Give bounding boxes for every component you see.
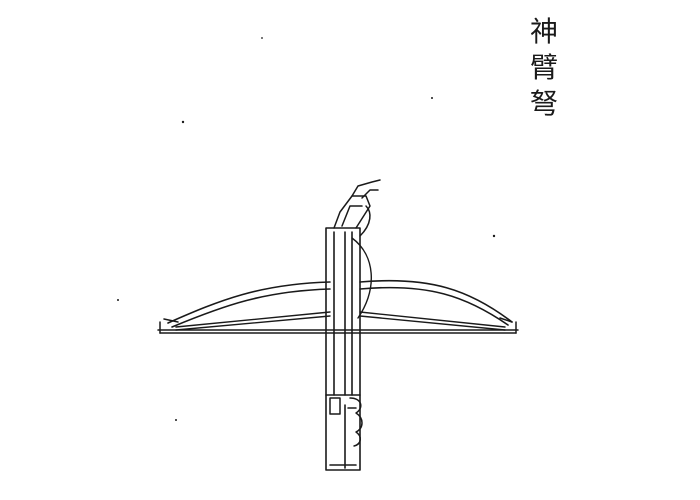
string-arc bbox=[351, 237, 372, 319]
caption-char-1: 神 bbox=[529, 15, 558, 48]
caption-char-3: 弩 bbox=[529, 87, 558, 120]
trigger-mechanism bbox=[329, 397, 363, 447]
bow-limbs bbox=[167, 279, 513, 328]
cross-bar bbox=[157, 317, 519, 334]
ink-specks bbox=[117, 37, 496, 421]
crossbow-stock bbox=[325, 227, 361, 471]
caption-vertical: 神 臂 弩 bbox=[524, 14, 564, 122]
caption-char-2: 臂 bbox=[529, 51, 558, 84]
stirrup-head bbox=[333, 179, 381, 237]
bow-string bbox=[175, 311, 506, 331]
